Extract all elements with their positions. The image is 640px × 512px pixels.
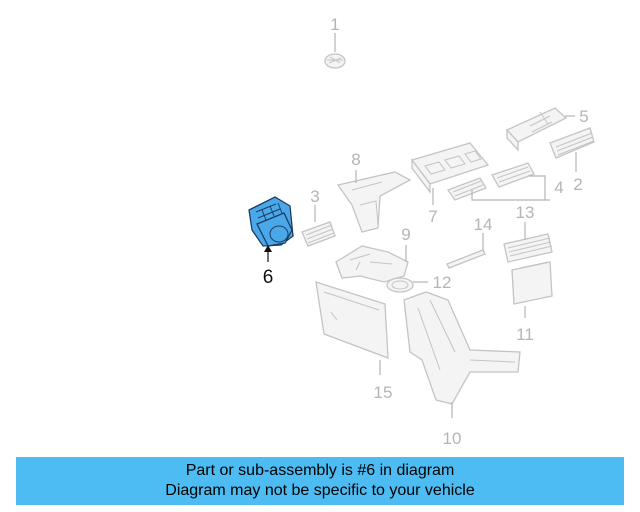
part-5-vent-housing[interactable] (505, 107, 568, 152)
callout-14[interactable]: 14 (474, 215, 493, 234)
callout-1[interactable]: 1 (330, 15, 339, 34)
part-10-floor-duct[interactable] (403, 291, 521, 405)
callout-8[interactable]: 8 (351, 150, 360, 169)
part-6-blower-housing[interactable] (248, 196, 294, 247)
part-11-box[interactable] (511, 261, 553, 305)
callout-11[interactable]: 11 (516, 325, 534, 344)
part-8-duct[interactable] (336, 171, 412, 233)
callout-7[interactable]: 7 (428, 207, 437, 226)
part-4-vent-grilles[interactable] (446, 162, 535, 201)
part-1-knob[interactable] (324, 53, 346, 69)
banner-line-2: Diagram may not be specific to your vehi… (165, 482, 475, 499)
part-14-strip[interactable] (446, 249, 486, 269)
part-2-vent-grille[interactable] (549, 127, 595, 159)
leader-4 (471, 175, 550, 201)
part-13-grille[interactable] (503, 233, 553, 263)
part-3-small-grille[interactable] (301, 221, 336, 247)
callout-10[interactable]: 10 (443, 429, 462, 448)
callout-3[interactable]: 3 (310, 187, 319, 206)
parts-diagram: 1 5 2 7 4 8 3 (248, 15, 595, 448)
callout-4[interactable]: 4 (554, 178, 563, 197)
callout-6[interactable]: 6 (263, 267, 274, 288)
part-15-side-panel[interactable] (315, 281, 389, 359)
callout-9[interactable]: 9 (401, 225, 410, 244)
info-banner: Part or sub-assembly is #6 in diagram Di… (16, 457, 624, 505)
callout-2[interactable]: 2 (573, 175, 582, 194)
part-12-ring[interactable] (386, 277, 414, 293)
callout-5[interactable]: 5 (579, 107, 588, 126)
part-7-center-vent[interactable] (410, 142, 490, 194)
arrowhead-6 (264, 245, 272, 252)
part-9-curved-duct[interactable] (335, 245, 409, 283)
callout-13[interactable]: 13 (516, 203, 535, 222)
callout-12[interactable]: 12 (433, 273, 452, 292)
banner-line-1: Part or sub-assembly is #6 in diagram (185, 462, 455, 479)
callout-15[interactable]: 15 (374, 383, 393, 402)
